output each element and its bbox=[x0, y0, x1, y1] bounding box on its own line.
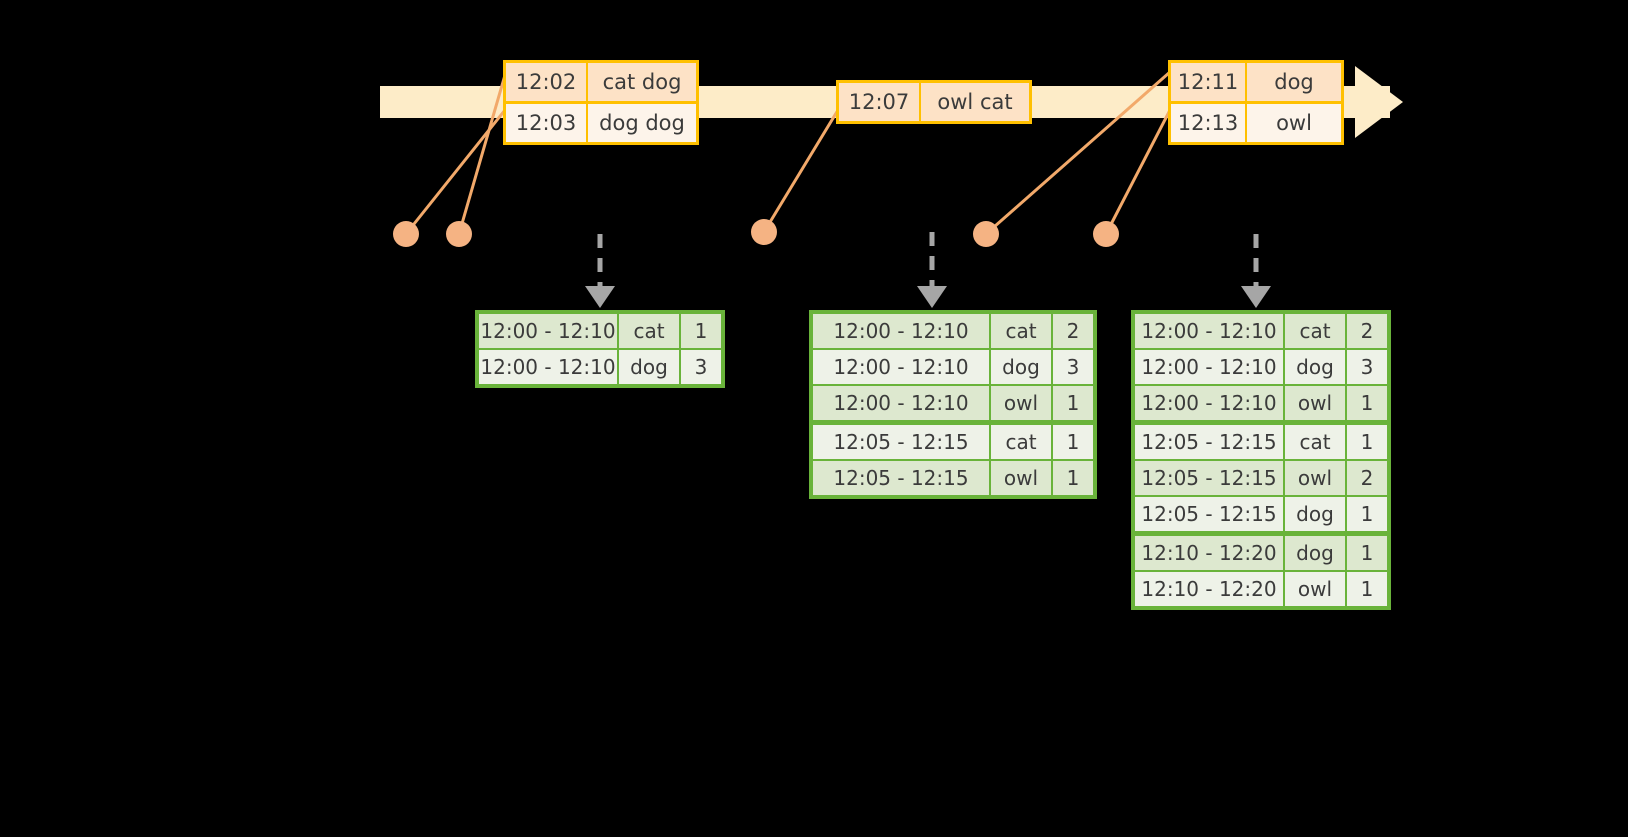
connector-dot-3 bbox=[751, 219, 777, 245]
cell-key: cat bbox=[1285, 425, 1345, 459]
cell-window: 12:05 - 12:15 bbox=[1135, 497, 1283, 531]
cell-count: 2 bbox=[1053, 314, 1093, 348]
cell-count: 3 bbox=[1347, 350, 1387, 384]
dashed-arrows bbox=[585, 232, 1271, 308]
connector-dot-2 bbox=[446, 221, 472, 247]
cell-key: owl bbox=[991, 461, 1051, 495]
event-time: 12:13 bbox=[1171, 104, 1247, 142]
event-box-12-02[interactable]: 12:02 cat dog bbox=[503, 60, 699, 104]
cell-key: cat bbox=[1285, 314, 1345, 348]
cell-count: 1 bbox=[1347, 425, 1387, 459]
cell-key: owl bbox=[1285, 572, 1345, 606]
connector-dot-1 bbox=[393, 221, 419, 247]
event-time: 12:11 bbox=[1171, 63, 1247, 101]
cell-count: 1 bbox=[1347, 386, 1387, 420]
cell-window: 12:05 - 12:15 bbox=[813, 461, 989, 495]
cell-key: cat bbox=[991, 425, 1051, 459]
cell-key: owl bbox=[1285, 461, 1345, 495]
cell-window: 12:00 - 12:10 bbox=[479, 350, 617, 384]
event-time: 12:02 bbox=[506, 63, 588, 101]
cell-key: dog bbox=[619, 350, 679, 384]
cell-window: 12:05 - 12:15 bbox=[1135, 425, 1283, 459]
cell-key: dog bbox=[1285, 536, 1345, 570]
cell-window: 12:10 - 12:20 bbox=[1135, 572, 1283, 606]
cell-key: dog bbox=[1285, 350, 1345, 384]
cell-window: 12:00 - 12:10 bbox=[813, 386, 989, 420]
event-time: 12:03 bbox=[506, 104, 588, 142]
cell-count: 1 bbox=[681, 314, 721, 348]
cell-window: 12:00 - 12:10 bbox=[1135, 314, 1283, 348]
cell-key: cat bbox=[619, 314, 679, 348]
cell-key: cat bbox=[991, 314, 1051, 348]
connector-dot-5-line bbox=[1104, 109, 1172, 235]
cell-key: owl bbox=[991, 386, 1051, 420]
cell-count: 1 bbox=[1347, 536, 1387, 570]
cell-window: 12:05 - 12:15 bbox=[813, 425, 989, 459]
event-box-12-03[interactable]: 12:03 dog dog bbox=[503, 101, 699, 145]
cell-window: 12:05 - 12:15 bbox=[1135, 461, 1283, 495]
connector-dot-4 bbox=[973, 221, 999, 247]
cell-key: owl bbox=[1285, 386, 1345, 420]
cell-count: 1 bbox=[1347, 497, 1387, 531]
cell-count: 1 bbox=[1053, 461, 1093, 495]
connector-dot-5 bbox=[1093, 221, 1119, 247]
cell-key: dog bbox=[991, 350, 1051, 384]
dashed-arrow-table-2-head bbox=[917, 286, 947, 308]
cell-count: 2 bbox=[1347, 314, 1387, 348]
cell-window: 12:00 - 12:10 bbox=[1135, 386, 1283, 420]
connector-dot-1-line bbox=[404, 109, 507, 235]
event-time: 12:07 bbox=[839, 83, 921, 121]
cell-count: 1 bbox=[1347, 572, 1387, 606]
event-box-12-11[interactable]: 12:11 dog bbox=[1168, 60, 1344, 104]
cell-count: 3 bbox=[681, 350, 721, 384]
dashed-arrow-table-3-head bbox=[1241, 286, 1271, 308]
cell-window: 12:10 - 12:20 bbox=[1135, 536, 1283, 570]
event-value: dog dog bbox=[588, 104, 696, 142]
event-value: dog bbox=[1247, 63, 1341, 101]
event-box-12-07[interactable]: 12:07 owl cat bbox=[836, 80, 1032, 124]
cell-count: 2 bbox=[1347, 461, 1387, 495]
connector-dot-2-line bbox=[457, 74, 507, 235]
connector-dots bbox=[393, 219, 1119, 247]
event-value: owl bbox=[1247, 104, 1341, 142]
cell-count: 3 bbox=[1053, 350, 1093, 384]
cell-count: 1 bbox=[1053, 425, 1093, 459]
cell-key: dog bbox=[1285, 497, 1345, 531]
cell-window: 12:00 - 12:10 bbox=[479, 314, 617, 348]
dashed-arrow-table-1-head bbox=[585, 286, 615, 308]
cell-window: 12:00 - 12:10 bbox=[813, 314, 989, 348]
event-value: owl cat bbox=[921, 83, 1029, 121]
cell-window: 12:00 - 12:10 bbox=[813, 350, 989, 384]
event-box-12-13[interactable]: 12:13 owl bbox=[1168, 101, 1344, 145]
event-value: cat dog bbox=[588, 63, 696, 101]
cell-count: 1 bbox=[1053, 386, 1093, 420]
cell-window: 12:00 - 12:10 bbox=[1135, 350, 1283, 384]
connector-dot-3-line bbox=[762, 109, 840, 233]
